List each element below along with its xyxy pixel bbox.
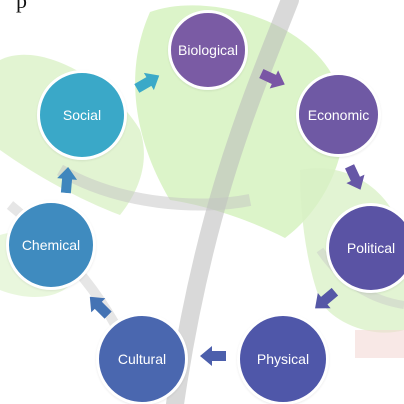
node-cultural: Cultural xyxy=(96,313,188,404)
arrow-right-icon xyxy=(315,287,339,309)
background-branch-arc xyxy=(56,164,252,211)
arrow-right-icon xyxy=(57,167,78,194)
arrow-right-icon xyxy=(134,72,160,93)
top-partial-text: p xyxy=(16,0,27,13)
node-social: Social xyxy=(37,70,127,160)
node-chemical: Chemical xyxy=(6,200,96,290)
node-economic: Economic xyxy=(296,72,381,157)
arrow-economic-to-political xyxy=(340,162,369,194)
arrow-right-icon xyxy=(344,164,365,190)
arrow-right-icon xyxy=(259,68,285,89)
node-biological: Biological xyxy=(168,10,248,90)
node-physical: Physical xyxy=(237,313,329,404)
arrow-social-to-biological xyxy=(132,67,165,97)
arrow-political-to-physical xyxy=(309,284,342,316)
arrow-biological-to-economic xyxy=(257,64,289,93)
background-branch-main xyxy=(166,0,299,404)
background-stripe xyxy=(355,330,404,358)
node-political: Political xyxy=(326,203,404,293)
arrow-right-icon xyxy=(200,346,226,366)
arrow-physical-to-cultural xyxy=(200,346,226,366)
arrow-chemical-to-social xyxy=(56,166,78,194)
arrow-right-icon xyxy=(89,296,112,319)
arrow-cultural-to-chemical xyxy=(83,290,116,323)
